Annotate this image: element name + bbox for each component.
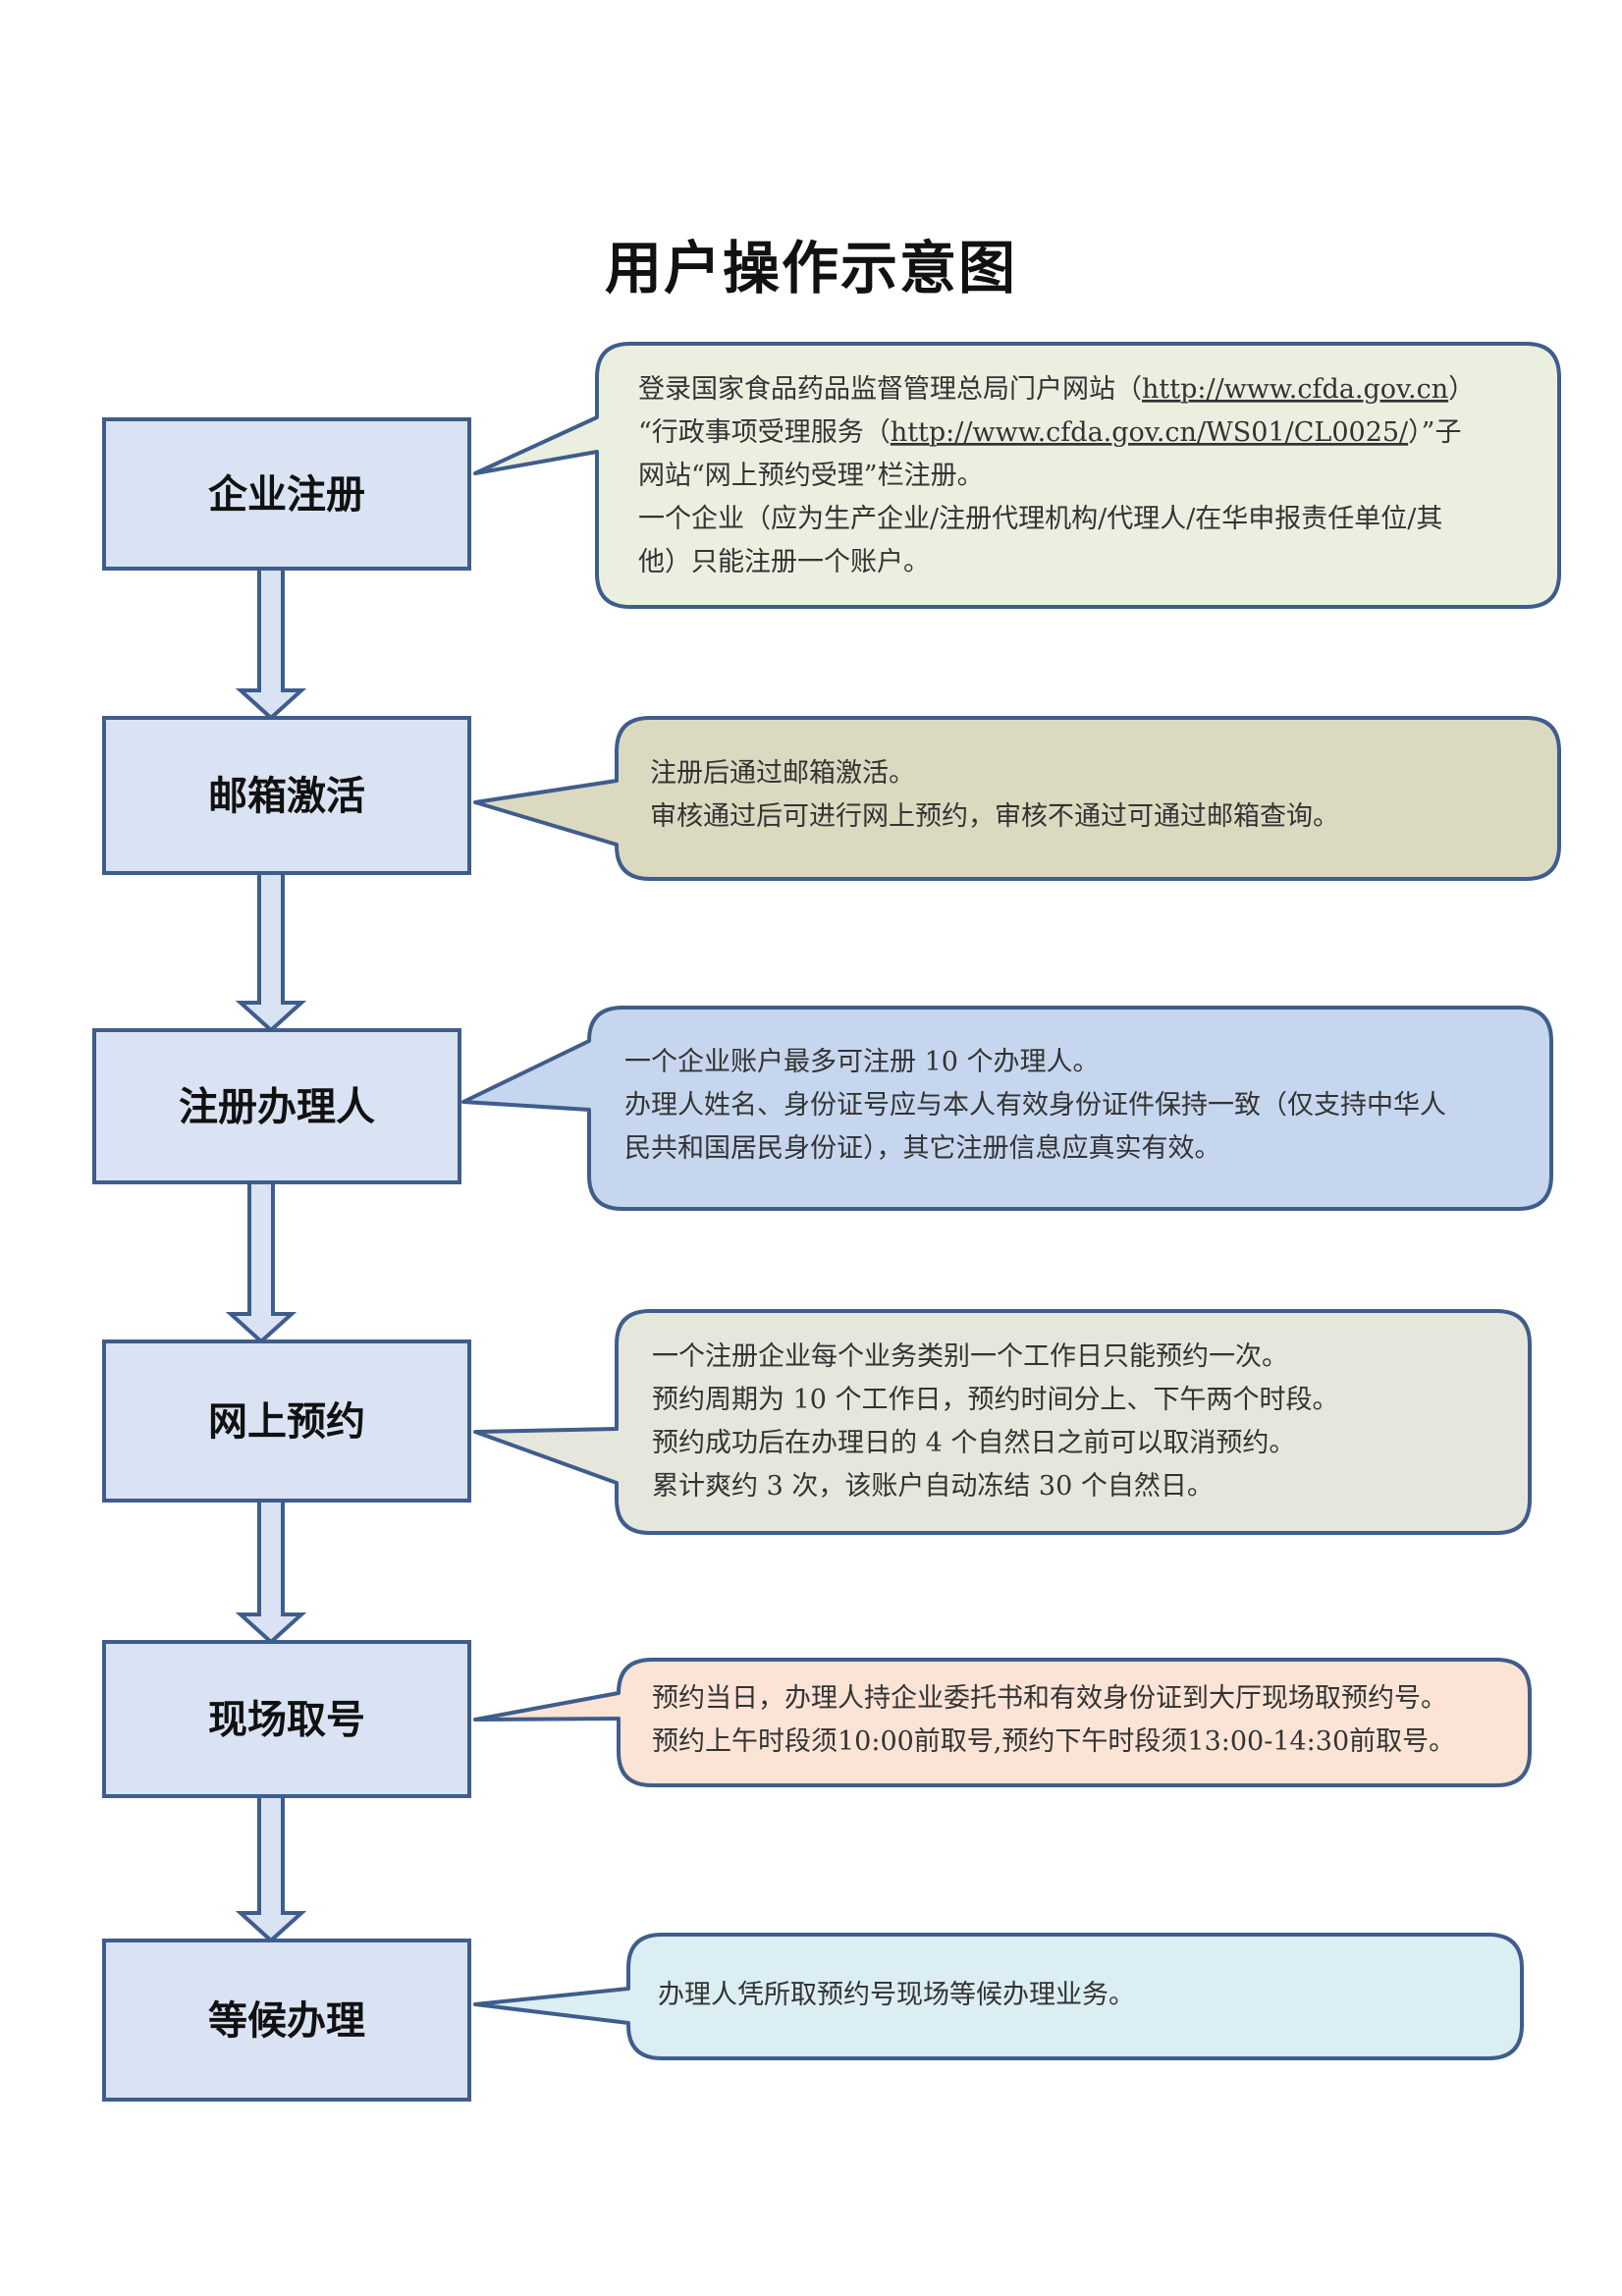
callout-4-line-2: 预约周期为 10 个工作日，预约时间分上、下午两个时段。	[652, 1385, 1339, 1415]
step-box-1	[102, 417, 471, 571]
callout-3-line-3: 民共和国居民身份证），其它注册信息应真实有效。	[624, 1133, 1221, 1164]
callout-1	[473, 342, 1561, 609]
down-arrow-4	[235, 1499, 307, 1645]
url-link[interactable]: http://www.cfda.gov.cn	[1142, 374, 1448, 405]
step-box-2	[102, 716, 471, 875]
step-label-5: 现场取号	[208, 1698, 365, 1743]
callout-3-line-2: 办理人姓名、身份证号应与本人有效身份证件保持一致（仅支持中华人	[624, 1090, 1446, 1121]
callout-1-line-1: 登录国家食品药品监督管理总局门户网站（http://www.cfda.gov.c…	[638, 374, 1475, 405]
down-arrow-1	[235, 567, 307, 721]
step-label-2: 邮箱激活	[208, 774, 365, 819]
callout-3	[461, 1006, 1553, 1211]
step-box-4	[102, 1339, 471, 1503]
callout-2	[473, 716, 1561, 881]
callout-4-line-4: 累计爽约 3 次，该账户自动冻结 30 个自然日。	[652, 1471, 1214, 1502]
step-label-4: 网上预约	[208, 1399, 365, 1445]
step-box-3	[92, 1028, 461, 1184]
callout-6-line-1: 办理人凭所取预约号现场等候办理业务。	[658, 1980, 1135, 2010]
down-arrow-5	[235, 1794, 307, 1943]
step-label-6: 等候办理	[208, 1998, 365, 2044]
callout-5	[473, 1658, 1532, 1787]
url-link[interactable]: http://www.cfda.gov.cn/WS01/CL0025/	[891, 417, 1409, 448]
down-arrow-2	[235, 871, 307, 1033]
callout-3-line-1: 一个企业账户最多可注册 10 个办理人。	[624, 1047, 1100, 1077]
callout-5-line-2: 预约上午时段须10:00前取号,预约下午时段须13:00-14:30前取号。	[652, 1726, 1455, 1757]
callout-6	[473, 1933, 1524, 2060]
step-box-5	[102, 1640, 471, 1798]
callout-1-line-3: 网站“网上预约受理”栏注册。	[638, 461, 984, 491]
page-title: 用户操作示意图	[604, 235, 1017, 301]
callout-1-line-2: “行政事项受理服务（http://www.cfda.gov.cn/WS01/CL…	[638, 417, 1461, 448]
callout-2-line-1: 注册后通过邮箱激活。	[650, 758, 915, 789]
callout-4-line-1: 一个注册企业每个业务类别一个工作日只能预约一次。	[652, 1341, 1288, 1372]
callout-4	[473, 1309, 1532, 1535]
step-box-6	[102, 1939, 471, 2102]
callout-5-line-1: 预约当日，办理人持企业委托书和有效身份证到大厅现场取预约号。	[652, 1683, 1447, 1714]
callout-1-line-4: 一个企业（应为生产企业/注册代理机构/代理人/在华申报责任单位/其	[638, 504, 1442, 534]
callout-1-line-5: 他）只能注册一个账户。	[638, 547, 930, 577]
callout-2-line-2: 审核通过后可进行网上预约，审核不通过可通过邮箱查询。	[650, 801, 1339, 832]
down-arrow-3	[225, 1180, 297, 1344]
step-label-3: 注册办理人	[179, 1085, 375, 1130]
callout-4-line-3: 预约成功后在办理日的 4 个自然日之前可以取消预约。	[652, 1428, 1295, 1458]
step-label-1: 企业注册	[208, 472, 365, 518]
